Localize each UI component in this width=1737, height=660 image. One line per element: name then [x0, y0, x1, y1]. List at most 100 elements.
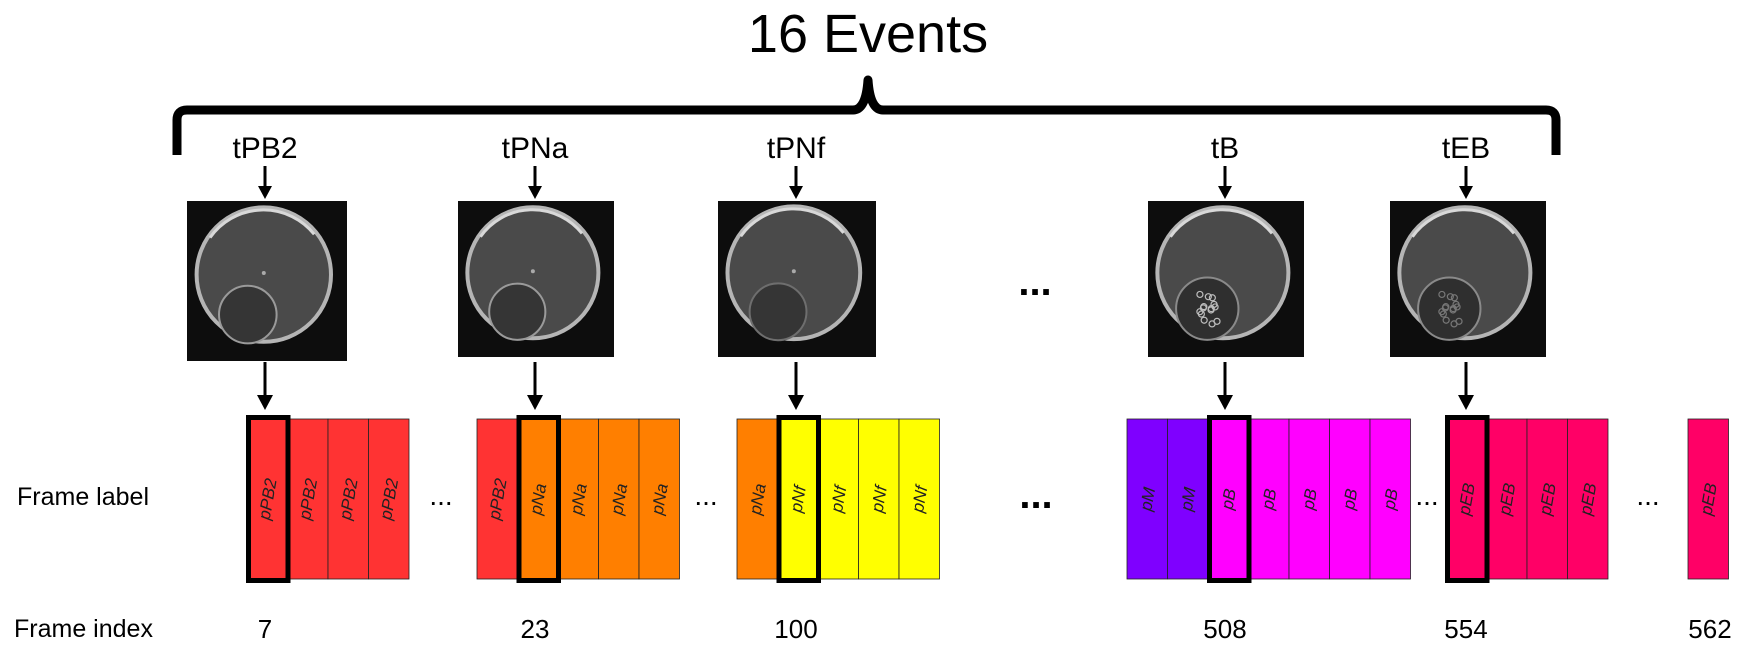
frame-cell: pPB2: [368, 418, 410, 580]
frame-label-text: pB: [1339, 487, 1361, 512]
arrow-head-icon: [788, 395, 804, 410]
frame-label-text: pB: [1298, 487, 1320, 512]
frame-cell-fill: [368, 418, 410, 580]
frame-cell: pB: [1207, 418, 1249, 580]
frame-cell: pNa: [517, 418, 559, 580]
arrow-head-icon: [789, 186, 803, 199]
frame-label-text: pNf: [786, 482, 810, 515]
event-frame-highlight: [1445, 415, 1490, 583]
frame-gap-ellipsis-3: ...: [1019, 473, 1052, 517]
frame-cell-fill: [817, 418, 859, 580]
event-frame-highlight: [1207, 415, 1252, 583]
event-tPNf: tPNf 100: [718, 132, 876, 644]
events-bracket: [172, 75, 1561, 155]
frame-cell-fill: [1329, 418, 1371, 580]
frame-cell: pNa: [557, 418, 599, 580]
frame-cell-fill: [598, 418, 640, 580]
frame-cell-fill: [898, 418, 940, 580]
arrow-head-icon: [1217, 395, 1233, 410]
frame-cell: pNf: [898, 418, 940, 580]
frame-cell-fill: [1288, 418, 1330, 580]
frame-cell: pNa: [638, 418, 680, 580]
frame-gap-ellipsis-2: ...: [694, 480, 717, 511]
frame-index-value: 554: [1444, 614, 1487, 644]
embryo-zygote-image: [187, 201, 347, 361]
arrow-head-icon: [1218, 186, 1232, 199]
frame-cell: pNa: [598, 418, 640, 580]
diagram-title: 16 Events: [748, 4, 988, 64]
frame-label-text: pB: [1258, 487, 1280, 512]
embryo-pronuclei-fading-image: [718, 201, 876, 357]
event-label: tPNf: [767, 132, 826, 165]
arrow-head-icon: [258, 186, 272, 199]
frame-cell-fill: [1167, 418, 1209, 580]
frame-label-row-title: Frame label: [17, 483, 149, 511]
frame-index-value: 7: [258, 614, 272, 644]
arrow-head-icon: [257, 395, 273, 410]
event-label: tPNa: [502, 132, 569, 165]
frame-cell: pPB2: [246, 418, 288, 580]
event-tPNa: tPNa 23: [458, 132, 614, 644]
frame-cell-fill: [246, 418, 288, 580]
frame-cell: pB: [1369, 418, 1411, 580]
frame-cell-fill: [1486, 418, 1528, 580]
image-gap-ellipsis: ...: [1018, 260, 1051, 304]
frame-index-value: 508: [1203, 614, 1246, 644]
arrow-head-icon: [528, 186, 542, 199]
frame-cell: pM: [1126, 418, 1168, 580]
frame-index-value: 23: [521, 614, 550, 644]
event-frame-highlight: [246, 415, 291, 583]
frame-cell-fill: [476, 418, 518, 580]
frame-cell: pB: [1248, 418, 1290, 580]
frame-cell-fill: [1207, 418, 1249, 580]
frame-cell-fill: [638, 418, 680, 580]
frame-cell-fill: [1567, 418, 1609, 580]
embryo-pronuclei-appearance-image: [458, 201, 614, 357]
frame-cell: pNa: [736, 418, 778, 580]
arrow-head-icon: [1458, 395, 1474, 410]
frame-cell: pM: [1167, 418, 1209, 580]
event-tEB: tEB 554: [1390, 132, 1546, 644]
frame-index-last: 562: [1688, 614, 1731, 644]
frame-cell: pEB: [1567, 418, 1609, 580]
frame-cell: pB: [1288, 418, 1330, 580]
event-frame-highlight: [516, 415, 561, 583]
frame-cell-fill: [327, 418, 369, 580]
frame-cell: pNf: [858, 418, 900, 580]
frame-cell: pPB2: [476, 418, 518, 580]
event-label: tEB: [1442, 132, 1490, 165]
frame-label-text: pNf: [827, 482, 851, 515]
frame-cell: pNf: [777, 418, 819, 580]
frame-cell-fill: [1369, 418, 1411, 580]
frame-cell: pEB: [1687, 418, 1729, 580]
frame-label-text: pB: [1217, 487, 1239, 512]
embryo-expanded-blastocyst-image: [1390, 201, 1546, 357]
embryo-blastocyst-image: [1148, 201, 1304, 357]
frame-cell: pPB2: [287, 418, 329, 580]
frame-label-text: pB: [1379, 487, 1401, 512]
frame-index-value: 100: [774, 614, 817, 644]
frame-index-row-title: Frame index: [14, 615, 153, 643]
frame-cell: pPB2: [327, 418, 369, 580]
frame-cell: pEB: [1445, 418, 1487, 580]
event-tPB2: tPB2 7: [187, 132, 347, 644]
frame-gap-ellipsis-1: ...: [429, 480, 452, 511]
frame-cell-fill: [1687, 418, 1729, 580]
frame-gap-ellipsis-4: ...: [1415, 480, 1438, 511]
frame-cell-fill: [1248, 418, 1290, 580]
frame-gap-ellipsis-5: ...: [1636, 480, 1659, 511]
event-label: tPB2: [232, 132, 297, 165]
event-frame-highlight: [776, 415, 821, 583]
frame-cell: pEB: [1526, 418, 1568, 580]
frame-cell: pNf: [817, 418, 859, 580]
frame-cell-fill: [1526, 418, 1568, 580]
frame-cell: pB: [1329, 418, 1371, 580]
frame-group: pEB: [1687, 418, 1729, 580]
